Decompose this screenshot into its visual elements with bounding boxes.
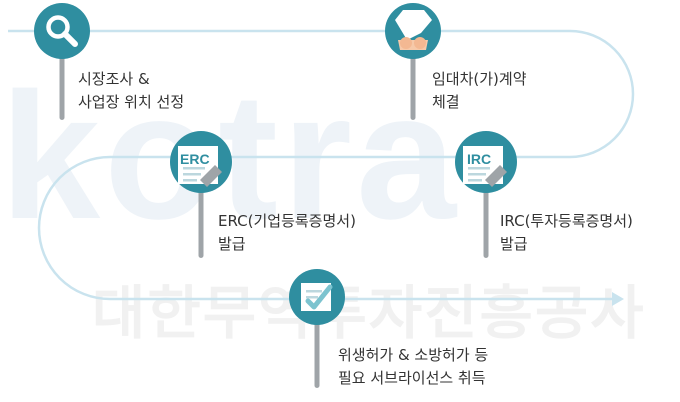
pin-stem: [410, 50, 416, 120]
pin-stem: [198, 176, 204, 258]
step-5-line-1: 위생허가 & 소방허가 등: [338, 346, 489, 364]
handshake-icon: [395, 10, 432, 50]
step-3-line-2: 발급: [218, 235, 246, 253]
irc-badge: IRC: [467, 151, 491, 167]
pin-stem: [59, 50, 65, 120]
step-1-line-2: 사업장 위치 선정: [78, 93, 185, 111]
erc-badge: ERC: [180, 151, 210, 167]
step-1-label: 시장조사 & 사업장 위치 선정: [78, 68, 184, 114]
irc-certificate-icon: [463, 146, 507, 187]
pin-stem: [483, 176, 489, 258]
step-2-line-1: 임대차(가)계약: [432, 70, 527, 88]
step-4-label: IRC(투자등록증명서) 발급: [500, 210, 633, 256]
step-5-line-2: 필요 서브라이선스 취득: [338, 369, 486, 387]
flow-path: [8, 29, 635, 301]
step-2-marker: [385, 3, 441, 120]
checklist-icon: [301, 283, 333, 311]
step-3-marker: ERC: [170, 131, 232, 258]
step-1-marker: [34, 3, 90, 120]
step-3-label: ERC(기업등록증명서) 발급: [218, 210, 356, 256]
step-4-line-2: 발급: [500, 235, 528, 253]
step-2-line-2: 체결: [432, 93, 460, 111]
step-5-marker: [289, 269, 345, 388]
step-4-line-1: IRC(투자등록증명서): [500, 212, 633, 230]
step-4-marker: IRC: [455, 131, 517, 258]
step-3-line-1: ERC(기업등록증명서): [218, 212, 356, 230]
magnifier-icon: [46, 15, 78, 47]
pin-circle: [34, 3, 90, 59]
step-1-line-1: 시장조사 &: [78, 70, 150, 88]
erc-certificate-icon: [178, 146, 222, 187]
step-5-label: 위생허가 & 소방허가 등 필요 서브라이선스 취득: [338, 344, 488, 390]
step-2-label: 임대차(가)계약 체결: [432, 68, 527, 114]
flow-arrowhead: [612, 292, 624, 306]
pin-stem: [314, 312, 320, 388]
